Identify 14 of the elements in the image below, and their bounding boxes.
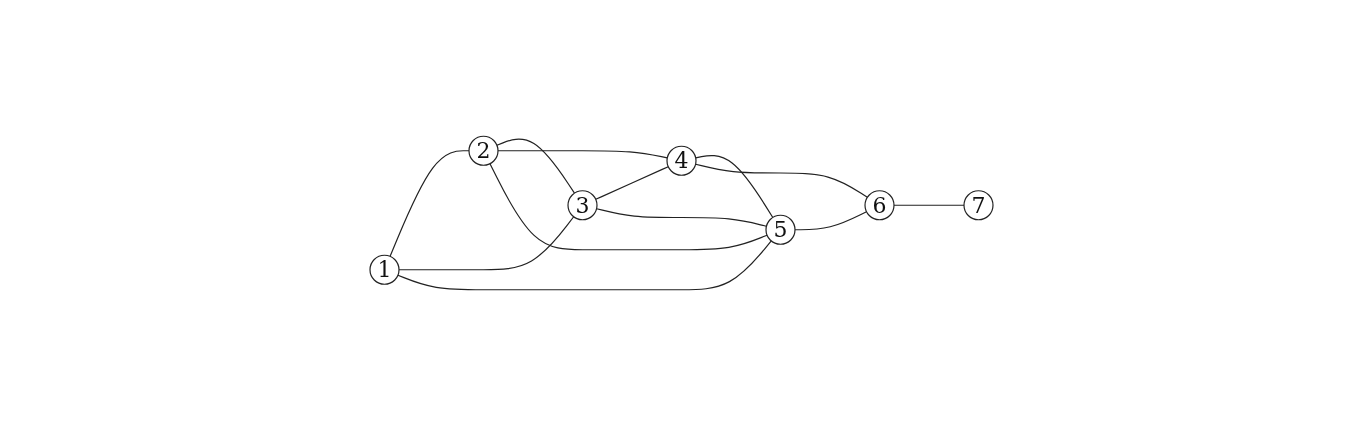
connector	[694, 163, 868, 198]
connector	[488, 163, 768, 251]
connector	[495, 138, 575, 194]
node-circle: 3	[566, 190, 598, 221]
connector	[594, 166, 669, 200]
node-circle: 5	[764, 214, 796, 245]
node-circle: 6	[863, 190, 895, 221]
node-circle: 7	[962, 190, 994, 221]
connector	[694, 154, 773, 219]
node-circle: 4	[665, 145, 697, 176]
node-circle: 1	[368, 254, 400, 285]
connector	[595, 208, 767, 227]
connector	[396, 240, 772, 291]
node-circle: 2	[467, 135, 499, 166]
